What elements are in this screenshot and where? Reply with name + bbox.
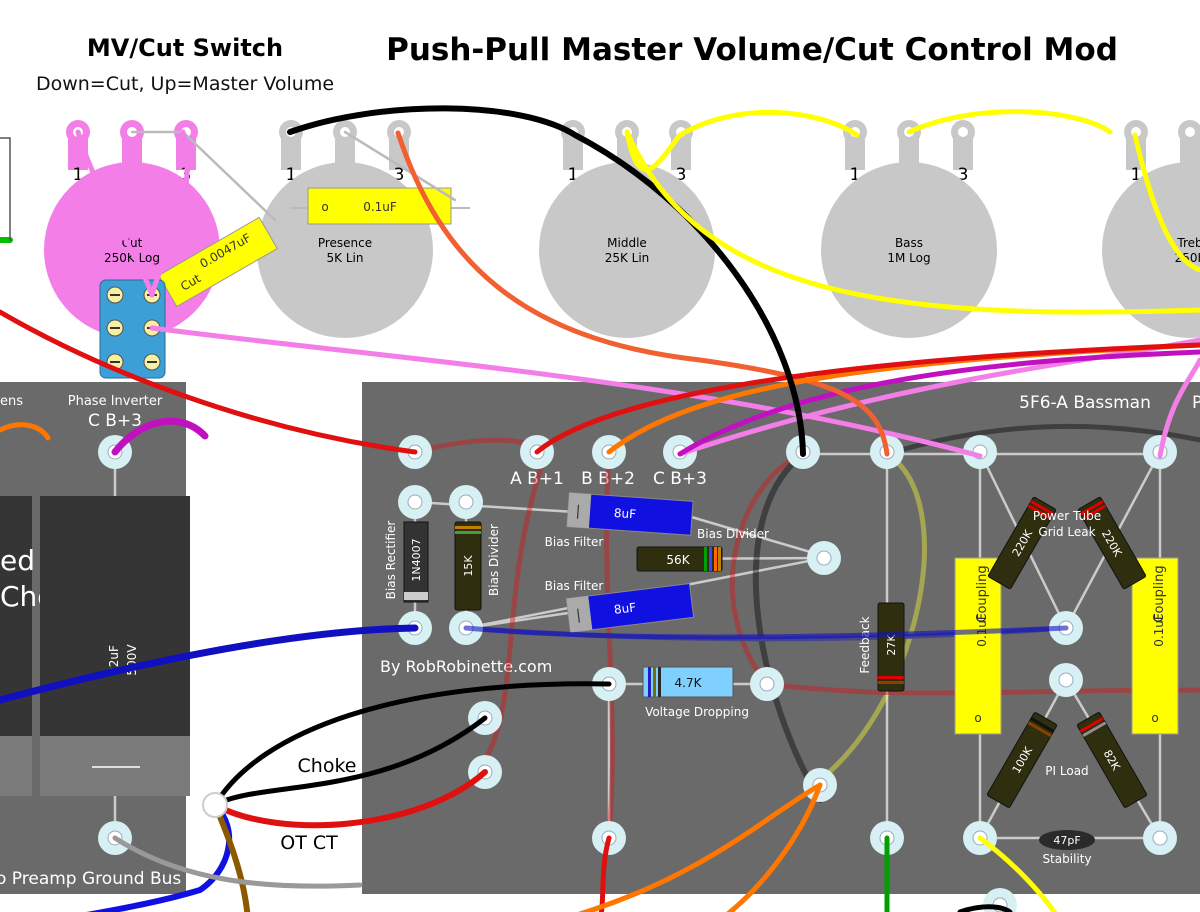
ot-ct-wire-label: OT CT bbox=[280, 832, 338, 854]
pot-body bbox=[539, 162, 715, 338]
coupling-cap-left: o 0.1uF Coupling bbox=[954, 557, 1002, 735]
svg-text:Coupling: Coupling bbox=[1152, 565, 1167, 622]
board-eyelet bbox=[1143, 821, 1177, 855]
feedback-resistor: 27K bbox=[877, 602, 905, 692]
bias-divider-15k-label: Bias Divider bbox=[487, 524, 501, 596]
top-wires bbox=[0, 105, 1200, 459]
pot-lug: 3 bbox=[951, 120, 975, 185]
bias-rectifier-label: Bias Rectifier bbox=[384, 521, 398, 600]
pot-value: 1M Log bbox=[887, 251, 930, 265]
board-eyelet bbox=[807, 541, 841, 575]
svg-text:8uF: 8uF bbox=[613, 506, 636, 522]
svg-text:56K: 56K bbox=[666, 553, 690, 567]
voltage-dropping-label: Voltage Dropping bbox=[645, 705, 749, 719]
cut-cap: Cut 0.0047uF bbox=[158, 216, 278, 308]
board-eyelet bbox=[750, 667, 784, 701]
pot-body bbox=[821, 162, 997, 338]
svg-text:8uF: 8uF bbox=[613, 600, 637, 617]
svg-text:15K: 15K bbox=[462, 555, 475, 577]
pot-bass[interactable]: 123Bass1M Log bbox=[821, 120, 997, 338]
svg-text:0.1uF: 0.1uF bbox=[363, 200, 397, 214]
svg-text:0.1uF: 0.1uF bbox=[1152, 613, 1166, 647]
pot-body bbox=[1102, 162, 1200, 338]
pot-lug-number: 1 bbox=[568, 165, 579, 185]
board-eyelet bbox=[449, 485, 483, 519]
svg-text:1N4007: 1N4007 bbox=[410, 538, 423, 581]
pots: 123Cut250K Log123Presence5K Lin123Middle… bbox=[44, 120, 1200, 338]
partial-label: ens bbox=[0, 394, 23, 409]
pot-value: 5K Lin bbox=[327, 251, 364, 265]
pot-name: Middle bbox=[607, 236, 647, 250]
pot-lug-number: 3 bbox=[394, 165, 405, 185]
board-eyelet bbox=[398, 485, 432, 519]
pot-value: 250K Log bbox=[104, 251, 160, 265]
stability-label: Stability bbox=[1042, 852, 1091, 866]
bottom-wires bbox=[0, 624, 1069, 912]
switch-title: MV/Cut Switch bbox=[87, 34, 283, 62]
pot-lug-number: 1 bbox=[1131, 165, 1142, 185]
bias-filter-cap-1: | 8uF bbox=[566, 492, 694, 536]
bias-filter-cap-2: | 8uF bbox=[565, 583, 695, 633]
feedback-label: Feedback bbox=[858, 616, 872, 673]
grid-leak-resistor-left: 220K bbox=[987, 496, 1057, 590]
svg-text:4.7K: 4.7K bbox=[675, 676, 703, 690]
svg-text:27K: 27K bbox=[885, 634, 898, 656]
phase-inverter-label: Phase Inverter bbox=[68, 394, 163, 409]
choke-text-1: ed bbox=[0, 544, 35, 577]
switch-lug bbox=[143, 353, 161, 371]
board-eyelet bbox=[1049, 663, 1083, 697]
ground-bus-label: o Preamp Ground Bus bbox=[0, 869, 181, 889]
presence-cap: o 0.1uF bbox=[290, 187, 470, 225]
bias-divider-15k: 15K bbox=[454, 521, 482, 611]
bias-rectifier-diode: 1N4007 bbox=[403, 521, 429, 603]
pi-load-resistor-right: 82K bbox=[1076, 712, 1148, 808]
svg-text:Coupling: Coupling bbox=[975, 565, 990, 622]
pot-lug-number: 1 bbox=[286, 165, 297, 185]
grid-leak-label-2: Grid Leak bbox=[1038, 525, 1095, 539]
pot-treb[interactable]: 12Treb250K bbox=[1102, 120, 1200, 338]
switch-subtitle: Down=Cut, Up=Master Volume bbox=[36, 73, 334, 95]
main-title: Push-Pull Master Volume/Cut Control Mod bbox=[386, 32, 1118, 68]
left-board: ens Phase Inverter C B+3 ed Choke 22uF 5… bbox=[0, 382, 190, 894]
switch-lug bbox=[106, 286, 124, 304]
pi-load-label: PI Load bbox=[1045, 764, 1088, 778]
grid-leak-label-1: Power Tube bbox=[1033, 509, 1101, 523]
svg-text:|: | bbox=[575, 607, 582, 623]
board-title: 5F6-A Bassman bbox=[1019, 393, 1151, 413]
eyelets bbox=[98, 435, 1177, 912]
node-label-c: C B+3 bbox=[653, 469, 707, 489]
svg-text:o: o bbox=[1151, 711, 1158, 725]
svg-text:47pF: 47pF bbox=[1053, 834, 1080, 847]
voltage-dropping-resistor: 4.7K bbox=[642, 666, 734, 698]
pot-lug-number: 1 bbox=[73, 165, 84, 185]
pi-load-resistor-left: 100K bbox=[986, 712, 1058, 808]
svg-text:|: | bbox=[575, 503, 581, 519]
node-label-b: B B+2 bbox=[581, 469, 635, 489]
pot-value: 25K Lin bbox=[605, 251, 650, 265]
choke-wire-label: Choke bbox=[298, 755, 357, 777]
svg-text:o: o bbox=[321, 200, 328, 214]
pot-lug-number: 3 bbox=[676, 165, 687, 185]
stability-cap: 47pF bbox=[1039, 830, 1095, 850]
bias-divider-56k: 56K bbox=[636, 546, 723, 572]
pot-name: Presence bbox=[318, 236, 372, 250]
board-edge-letter: P bbox=[1192, 393, 1200, 413]
pot-middle[interactable]: 123Middle25K Lin bbox=[539, 120, 715, 338]
phase-inverter-node: C B+3 bbox=[88, 411, 142, 431]
pot-name: Bass bbox=[895, 236, 923, 250]
svg-text:o: o bbox=[974, 711, 981, 725]
pot-name: Treb bbox=[1176, 236, 1200, 250]
bias-filter-label-2: Bias Filter bbox=[545, 579, 604, 593]
wire-junction bbox=[202, 792, 228, 818]
pot-lug-number: 3 bbox=[958, 165, 969, 185]
switch-lug bbox=[106, 319, 124, 337]
node-label-a: A B+1 bbox=[510, 469, 564, 489]
grid-leak-resistor-right: 220K bbox=[1077, 496, 1147, 590]
bias-filter-label-1: Bias Filter bbox=[545, 535, 604, 549]
coupling-cap-right: o 0.1uF Coupling bbox=[1131, 557, 1179, 735]
credit: By RobRobinette.com bbox=[380, 657, 552, 676]
pot-lug-number: 1 bbox=[850, 165, 861, 185]
bias-divider-label: Bias Divider bbox=[697, 527, 769, 541]
